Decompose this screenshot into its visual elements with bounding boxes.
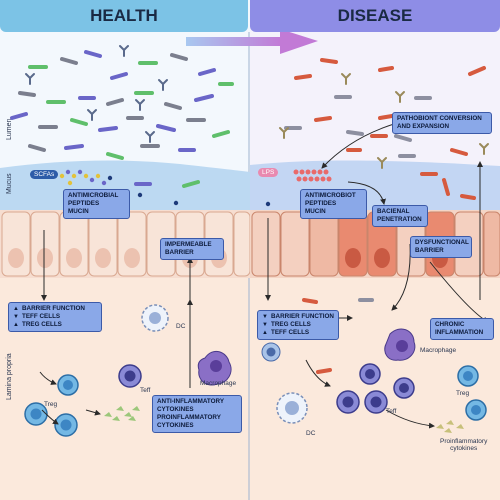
box-text: BARRIER FUNCTION [22, 305, 85, 312]
down-arrow-icon: ▼ [13, 314, 19, 320]
cytokines-box: ANTI-INFLAMMATORY CYTOKINES PROINFLAMMAT… [152, 395, 242, 433]
box-row-teff: ▲TEFF CELLS [262, 329, 334, 337]
box-line: BACIENAL [377, 208, 410, 215]
up-arrow-icon: ▲ [13, 306, 19, 312]
teff-label-disease: Teff [386, 408, 397, 415]
box-line: CYTOKINES [157, 406, 194, 413]
box-line: CHRONIC [435, 321, 465, 328]
label-line: Proinflammatory [440, 438, 488, 445]
box-line: MUCIN [305, 208, 326, 215]
scfa-particles [59, 169, 179, 206]
down-arrow-icon: ▼ [262, 314, 268, 320]
chronic-inflammation-box: CHRONIC INFLAMMATION [430, 318, 494, 340]
health-header: HEALTH [0, 0, 248, 32]
proinflammatory-cytokines-label: Proinflammatory cytokines [440, 438, 487, 452]
box-line: PATHOBIONT CONVERSION [397, 115, 482, 122]
dc-label-disease: DC [306, 430, 316, 437]
disease-header: DISEASE [250, 0, 500, 32]
up-arrow-icon: ▲ [13, 322, 19, 328]
teff-label-health: Teff [140, 387, 151, 394]
treg-label-health: Treg [44, 401, 58, 408]
lumen-label: Lumen [6, 118, 13, 140]
box-row-teff: ▼TEFF CELLS [13, 313, 97, 321]
box-line: PROINFLAMMATORY [157, 414, 221, 421]
lamina-propria-label: Lamina propria [6, 353, 13, 400]
box-line: DYSFUNCTIONAL [415, 239, 469, 246]
scfas-label: SCFAs [30, 170, 59, 179]
y-shaped-antibodies [25, 45, 168, 143]
treg-label-disease: Treg [456, 390, 470, 397]
box-line: MUCIN [68, 208, 89, 215]
bacterial-penetration-box: BACIENAL PENETRATION [372, 205, 428, 227]
dysfunctional-barrier-box: DYSFUNCTIONAL BARRIER [410, 236, 472, 258]
disease-immune-cells [261, 298, 487, 433]
box-text: TEFF CELLS [271, 329, 310, 336]
box-line: PEPTIDES [68, 200, 100, 207]
box-line: PENETRATION [377, 216, 422, 223]
mucus-label: Mucus [6, 173, 13, 194]
box-line: PEPTIDES [305, 200, 337, 207]
box-row-treg: ▲TREG CELLS [13, 321, 97, 329]
disease-antimicrobial-box: ANTIMICROBIOT PEPTIDES MUCIN [300, 189, 367, 219]
box-text: TREG CELLS [271, 321, 311, 328]
box-line: ANTIMICROBIOT [305, 192, 356, 199]
dc-label-health: DC [176, 323, 186, 330]
down-arrow-icon: ▼ [262, 322, 268, 328]
macrophage-label-health: Macrophage [200, 380, 237, 387]
box-text: BARRIER FUNCTION [271, 313, 334, 320]
box-line: BARRIER [165, 249, 194, 256]
disease-antibodies [279, 73, 489, 169]
impermeable-barrier-box: IMPERMEABLE BARRIER [160, 238, 224, 260]
box-line: CYTOKINES [157, 422, 194, 429]
lps-label: LPS [258, 168, 279, 177]
box-row-treg: ▼TREG CELLS [262, 321, 334, 329]
up-arrow-icon: ▲ [262, 330, 268, 336]
health-immune-cells [24, 304, 232, 437]
macrophage-label-disease: Macrophage [420, 347, 457, 354]
box-row-barrier: ▼BARRIER FUNCTION [262, 313, 334, 321]
box-text: TEFF CELLS [22, 313, 61, 320]
box-line: BARRIER [415, 247, 444, 254]
health-to-disease-arrow [186, 29, 318, 54]
box-line: INFLAMMATION [435, 329, 484, 336]
disease-barrier-function-box: ▼BARRIER FUNCTION ▼TREG CELLS ▲TEFF CELL… [257, 310, 339, 340]
box-line: ANTIMICROBIAL [68, 192, 119, 199]
health-barrier-function-box: ▲BARRIER FUNCTION ▼TEFF CELLS ▲TREG CELL… [8, 302, 102, 332]
box-line: ANTI-INFLAMMATORY [157, 398, 225, 405]
label-line: cytokines [450, 445, 478, 452]
box-line: IMPERMEABLE [165, 241, 212, 248]
box-line: AND EXPANSION [397, 123, 450, 130]
health-antimicrobial-box: ANTIMICROBIAL PEPTIDES MUCIN [63, 189, 130, 219]
pathobiont-box: PATHOBIONT CONVERSION AND EXPANSION [392, 112, 492, 134]
box-text: TREG CELLS [22, 321, 62, 328]
box-row-barrier: ▲BARRIER FUNCTION [13, 305, 97, 313]
commensal-bacteria [10, 50, 234, 188]
